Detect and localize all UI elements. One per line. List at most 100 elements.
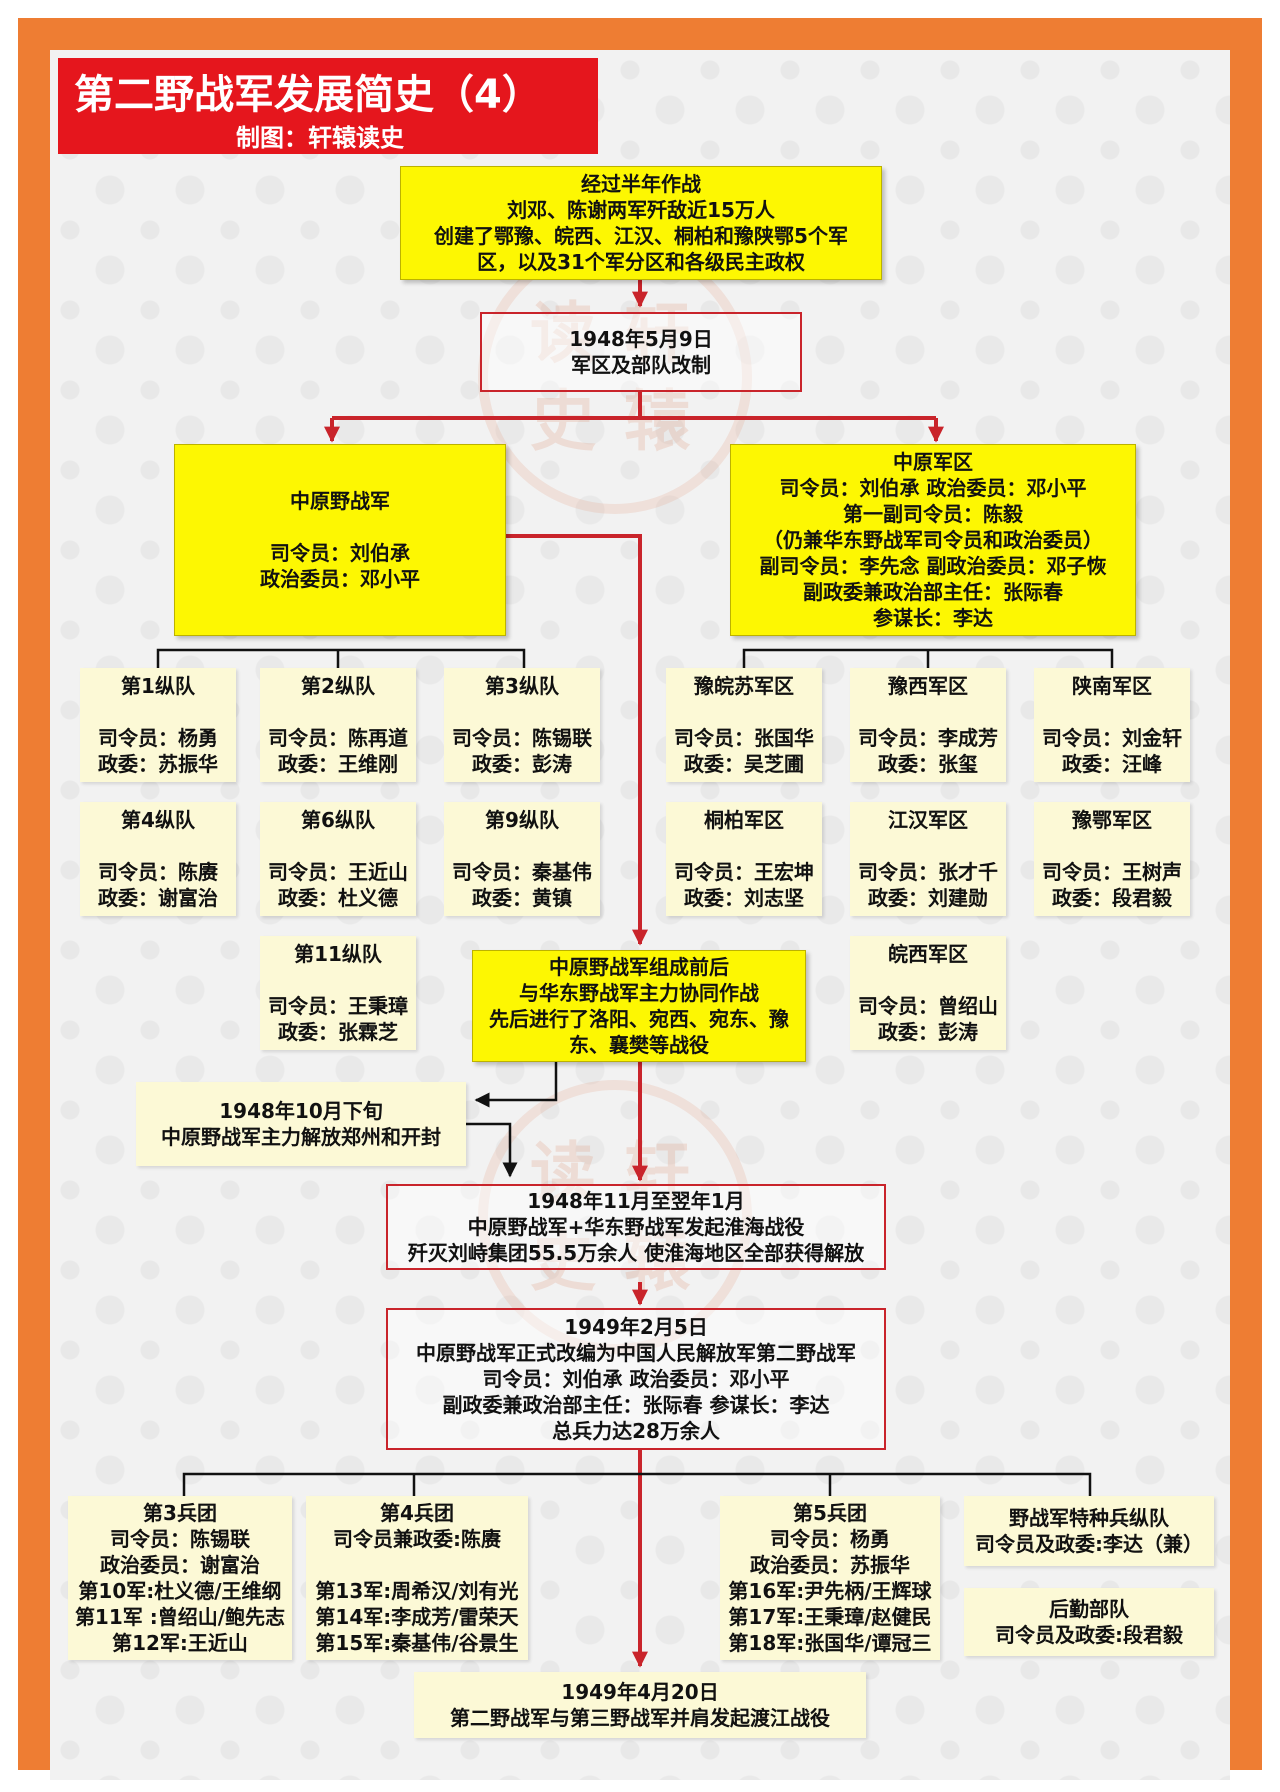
intro-line: 刘邓、陈谢两军歼敌近15万人 [507, 198, 775, 222]
corps-line: 第17军:王秉璋/赵健民 [728, 1605, 932, 1629]
unit-commander: 司令员：王秉璋 [268, 994, 408, 1018]
corps-line: 司令员：杨勇 [770, 1527, 890, 1551]
region-card: 江汉军区 司令员：张才千 政委：刘建勋 [850, 802, 1006, 916]
region-line: 司令员：刘伯承 政治委员：邓小平 [779, 476, 1087, 500]
unit-name: 第2纵队 [301, 674, 375, 698]
column-card: 第4纵队 司令员：陈赓 政委：谢富治 [80, 802, 236, 916]
zhengzhou-line: 1948年10月下旬 [219, 1099, 383, 1123]
corps-line: 第18军:张国华/谭冠三 [728, 1631, 932, 1655]
corps-line: 第12军:王近山 [112, 1631, 248, 1655]
corps-line: 司令员：陈锡联 [110, 1527, 250, 1551]
reorg-line: 副政委兼政治部主任：张际春 参谋长：李达 [442, 1393, 830, 1417]
region-card: 桐柏军区 司令员：王宏坤 政委：刘志坚 [666, 802, 822, 916]
column-card: 第6纵队 司令员：王近山 政委：杜义德 [260, 802, 416, 916]
region-card: 豫鄂军区 司令员：王树声 政委：段君毅 [1034, 802, 1190, 916]
zhengzhou-line: 中原野战军主力解放郑州和开封 [161, 1125, 441, 1149]
huaihai-box: 1948年11月至翌年1月 中原野战军+华东野战军发起淮海战役 歼灭刘峙集团55… [386, 1184, 886, 1270]
unit-commander: 司令员：张才千 [858, 860, 998, 884]
intro-line: 创建了鄂豫、皖西、江汉、桐柏和豫陕鄂5个军 [434, 224, 848, 248]
unit-name: 第6纵队 [301, 808, 375, 832]
crossing-line: 第二野战军与第三野战军并肩发起渡江战役 [450, 1706, 830, 1730]
unit-commissar: 政委：彭涛 [472, 752, 572, 776]
corps-line: 第11军 :曾绍山/鲍先志 [74, 1605, 286, 1629]
unit-commander: 司令员：刘金轩 [1042, 726, 1182, 750]
unit-commander: 司令员：陈锡联 [452, 726, 592, 750]
corps-line: 第14军:李成芳/雷荣天 [315, 1605, 519, 1629]
watermark-char: 史 [530, 382, 596, 460]
unit-commissar: 政委：汪峰 [1062, 752, 1162, 776]
reorg-line: 总兵力达28万余人 [552, 1419, 720, 1443]
field-army-commissar: 政治委员：邓小平 [260, 567, 420, 591]
field-army-name: 中原野战军 [290, 489, 390, 513]
special-unit-card: 野战军特种兵纵队 司令员及政委:李达（兼） [964, 1496, 1214, 1566]
unit-commissar: 政委：刘志坚 [684, 886, 804, 910]
reorg-box: 1949年2月5日 中原野战军正式改编为中国人民解放军第二野战军 司令员：刘伯承… [386, 1308, 886, 1450]
credit-line: 制图：轩辕读史 [236, 124, 404, 152]
region-line: （仍兼华东野战军司令员和政治委员） [763, 528, 1103, 552]
column-card: 第3纵队 司令员：陈锡联 政委：彭涛 [444, 668, 600, 782]
unit-name: 第1纵队 [121, 674, 195, 698]
unit-name: 皖西军区 [888, 942, 968, 966]
unit-commissar: 政委：刘建勋 [868, 886, 988, 910]
reform-line: 1948年5月9日 [569, 327, 713, 351]
corps-line: 第3兵团 [143, 1501, 217, 1525]
special-line: 野战军特种兵纵队 [1009, 1506, 1169, 1530]
unit-name: 豫皖苏军区 [694, 674, 794, 698]
unit-commander: 司令员：杨勇 [98, 726, 218, 750]
corps-line: 第10军:杜义德/王维纲 [78, 1579, 282, 1603]
column-card: 第1纵队 司令员：杨勇 政委：苏振华 [80, 668, 236, 782]
unit-name: 豫鄂军区 [1072, 808, 1152, 832]
huaihai-line: 中原野战军+华东野战军发起淮海战役 [467, 1215, 805, 1239]
corps-card: 第4兵团 司令员兼政委:陈赓 第13军:周希汉/刘有光 第14军:李成芳/雷荣天… [306, 1496, 528, 1660]
unit-commander: 司令员：李成芳 [858, 726, 998, 750]
unit-commissar: 政委：段君毅 [1052, 886, 1172, 910]
unit-name: 第3纵队 [485, 674, 559, 698]
region-card: 豫皖苏军区 司令员：张国华 政委：吴芝圃 [666, 668, 822, 782]
corps-line: 第5兵团 [793, 1501, 867, 1525]
watermark-char: 史 [530, 1222, 596, 1300]
corps-line: 第15军:秦基伟/谷景生 [315, 1631, 519, 1655]
column-card: 第9纵队 司令员：秦基伟 政委：黄镇 [444, 802, 600, 916]
watermark-char: 辕 [624, 1222, 690, 1300]
unit-commander: 司令员：王宏坤 [674, 860, 814, 884]
watermark-char: 读 [530, 1134, 596, 1212]
region-line: 副司令员：李先念 副政治委员：邓子恢 [759, 554, 1107, 578]
reform-box: 1948年5月9日 军区及部队改制 [480, 312, 802, 392]
unit-commissar: 政委：黄镇 [472, 886, 572, 910]
cooperation-box: 中原野战军组成前后 与华东野战军主力协同作战 先后进行了洛阳、宛西、宛东、豫 东… [472, 950, 806, 1062]
cooperation-line: 东、襄樊等战役 [569, 1033, 709, 1057]
region-card: 陕南军区 司令员：刘金轩 政委：汪峰 [1034, 668, 1190, 782]
unit-commissar: 政委：彭涛 [878, 1020, 978, 1044]
intro-line: 区，以及31个军分区和各级民主政权 [477, 250, 805, 274]
huaihai-line: 1948年11月至翌年1月 [527, 1189, 745, 1213]
unit-commander: 司令员：秦基伟 [452, 860, 592, 884]
reorg-line: 1949年2月5日 [564, 1315, 708, 1339]
watermark-char: 辕 [624, 382, 690, 460]
unit-name: 陕南军区 [1072, 674, 1152, 698]
corps-line: 第4兵团 [380, 1501, 454, 1525]
cooperation-line: 先后进行了洛阳、宛西、宛东、豫 [489, 1007, 789, 1031]
logistics-line: 后勤部队 [1049, 1597, 1129, 1621]
unit-commissar: 政委：谢富治 [98, 886, 218, 910]
region-line: 中原军区 [893, 450, 973, 474]
logistics-line: 司令员及政委:段君毅 [995, 1623, 1183, 1647]
cooperation-line: 与华东野战军主力协同作战 [519, 981, 759, 1005]
field-army-commander: 司令员：刘伯承 [270, 541, 410, 565]
column-card: 第2纵队 司令员：陈再道 政委：王维刚 [260, 668, 416, 782]
corps-card: 第3兵团 司令员：陈锡联 政治委员：谢富治 第10军:杜义德/王维纲 第11军 … [68, 1496, 292, 1660]
unit-commander: 司令员：王树声 [1042, 860, 1182, 884]
cooperation-line: 中原野战军组成前后 [549, 955, 729, 979]
unit-commissar: 政委：吴芝圃 [684, 752, 804, 776]
unit-commissar: 政委：苏振华 [98, 752, 218, 776]
unit-commander: 司令员：陈再道 [268, 726, 408, 750]
column-card: 第11纵队 司令员：王秉璋 政委：张霖芝 [260, 936, 416, 1050]
reform-line: 军区及部队改制 [571, 353, 711, 377]
corps-line: 政治委员：苏振华 [750, 1553, 910, 1577]
unit-commissar: 政委：杜义德 [278, 886, 398, 910]
page-title: 第二野战军发展简史（4） [74, 72, 542, 118]
reorg-line: 中原野战军正式改编为中国人民解放军第二野战军 [416, 1341, 856, 1365]
region-line: 副政委兼政治部主任：张际春 [803, 580, 1063, 604]
unit-commander: 司令员：陈赓 [98, 860, 218, 884]
corps-line: 司令员兼政委:陈赓 [333, 1527, 501, 1551]
corps-line: 政治委员：谢富治 [100, 1553, 260, 1577]
